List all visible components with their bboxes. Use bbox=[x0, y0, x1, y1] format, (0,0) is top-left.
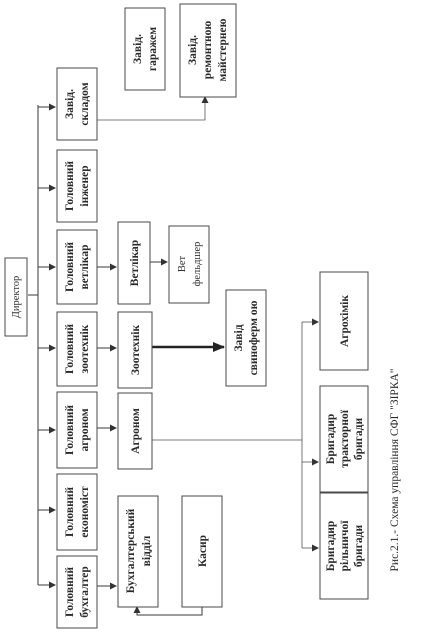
label-economist-1: Головний bbox=[64, 487, 76, 537]
label-chief-vet-1: Головний bbox=[64, 242, 76, 292]
label-veterinarian: Ветлікар bbox=[129, 240, 141, 286]
label-engineer-1: Головний bbox=[64, 161, 76, 211]
label-field-1: Бригадир bbox=[325, 521, 337, 571]
label-warehouse-2: складом bbox=[79, 82, 91, 125]
label-vetassist-2: фельдшер bbox=[192, 242, 203, 287]
box-chief-engineer: Головний інженер bbox=[56, 149, 98, 223]
label-accountant-1: Головний bbox=[64, 567, 76, 617]
label-chief-agro-2: агроном bbox=[79, 408, 91, 451]
label-tractor-1: Бригадир bbox=[325, 414, 337, 464]
label-tractor-3: бригади bbox=[353, 418, 365, 461]
label-garage-1: Завід. bbox=[132, 34, 144, 64]
box-zootechnician: Зоотехнік bbox=[117, 311, 153, 389]
box-vet-assistant: Вет фельдшер bbox=[168, 225, 210, 304]
label-field-2: рільничої bbox=[339, 520, 351, 572]
label-chief-agro-1: Головний bbox=[64, 405, 76, 455]
box-chief-accountant: Головний бухгалтер bbox=[56, 555, 98, 629]
box-chief-agronomist: Головний агроном bbox=[56, 391, 98, 469]
box-field-brigadier: Бригадир рільничої бригади bbox=[319, 492, 369, 600]
box-workshop-head: Завід. ремонтною майстернею bbox=[179, 3, 237, 98]
label-chief-zoo-1: Головний bbox=[64, 324, 76, 374]
label-zootechnician: Зоотехнік bbox=[130, 325, 142, 376]
box-warehouse-head: Завід. складом bbox=[56, 67, 98, 141]
box-cashier: Касир bbox=[181, 495, 223, 608]
label-cashier: Касир bbox=[197, 535, 209, 567]
connector-warehouse-workshop bbox=[96, 96, 209, 121]
label-vetassist-1: Вет bbox=[177, 255, 188, 272]
label-director: Директор bbox=[11, 276, 22, 319]
label-engineer-2: інженер bbox=[79, 165, 91, 206]
label-agronomist: Агроном bbox=[130, 408, 142, 454]
box-chief-zootechnician: Головний зоотехнік bbox=[56, 311, 98, 387]
figure-caption: Рис.2.1.- Схема управління СФГ "ЗІРКА" bbox=[389, 369, 401, 572]
label-workshop-1: Завід. bbox=[187, 35, 199, 65]
box-pig-farm-head: Завід свиноферм ою bbox=[225, 289, 267, 387]
label-accountant-2: бухгалтер bbox=[79, 566, 91, 618]
label-agrochemist: Агрохімік bbox=[339, 295, 351, 347]
connector-accdept-cashier bbox=[133, 606, 203, 616]
label-chief-vet-2: ветлікар bbox=[79, 245, 91, 290]
box-veterinarian: Ветлікар bbox=[117, 221, 151, 305]
box-agronomist: Агроном bbox=[117, 392, 153, 470]
label-tractor-2: тракторної bbox=[339, 409, 351, 468]
label-pigfarm-1: Завід bbox=[233, 324, 245, 351]
box-chief-veterinarian: Головний ветлікар bbox=[56, 229, 98, 305]
label-accdept-1: Бухгалтерський bbox=[125, 508, 137, 593]
label-workshop-3: майстернею bbox=[217, 18, 229, 81]
box-agrochemist: Агрохімік bbox=[319, 271, 369, 371]
label-workshop-2: ремонтною bbox=[202, 21, 214, 80]
label-accdept-2: відділ bbox=[141, 535, 153, 566]
box-garage-head: Завід. гаражем bbox=[124, 7, 166, 91]
label-pigfarm-2: свиноферм ою bbox=[248, 300, 260, 375]
label-field-3: бригади bbox=[353, 525, 365, 568]
label-garage-2: гаражем bbox=[147, 27, 159, 71]
label-economist-2: економіст bbox=[79, 486, 91, 538]
box-chief-economist: Головний економіст bbox=[56, 473, 98, 551]
box-accounting-dept: Бухгалтерський відділ bbox=[117, 495, 159, 608]
box-director: Директор bbox=[4, 257, 28, 337]
label-warehouse-1: Завід. bbox=[64, 89, 76, 119]
label-chief-zoo-2: зоотехнік bbox=[79, 324, 91, 373]
box-tractor-brigadier: Бригадир тракторної бригади bbox=[319, 385, 369, 493]
